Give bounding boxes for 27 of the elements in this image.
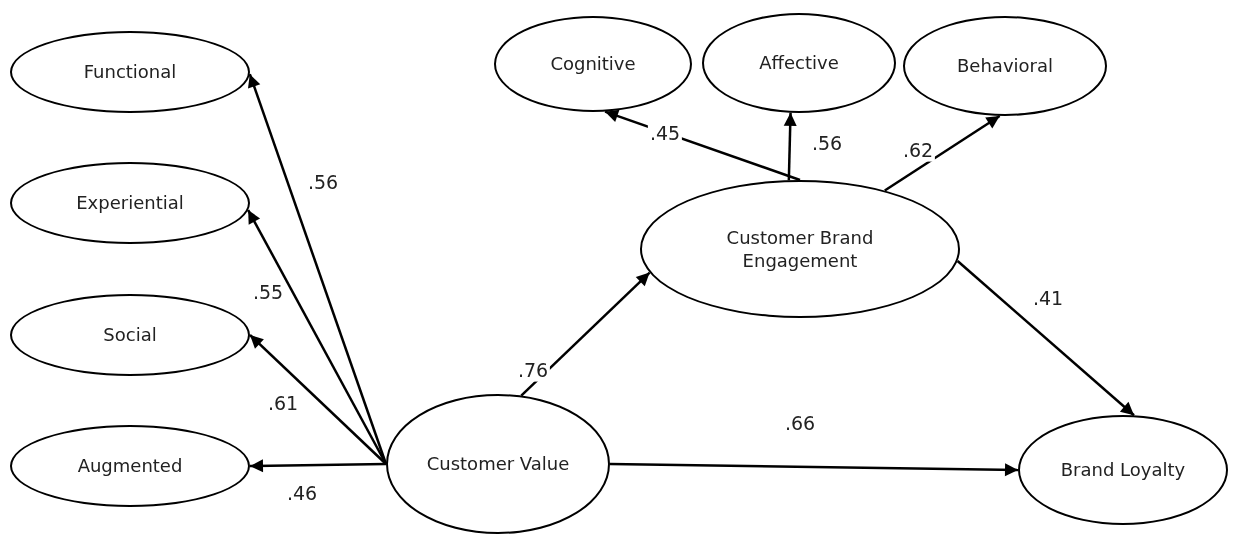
node-label: Experiential xyxy=(76,191,184,215)
construct-ellipse xyxy=(10,162,250,244)
arrow xyxy=(884,114,1001,192)
construct-ellipse xyxy=(1018,415,1228,525)
construct-ellipse xyxy=(494,16,692,112)
construct-ellipse xyxy=(10,294,250,376)
construct-ellipse xyxy=(10,31,250,113)
arrow xyxy=(250,459,386,473)
node-label: Augmented xyxy=(77,454,183,478)
node-label: Customer Brand Engagement xyxy=(725,225,875,273)
arrow xyxy=(783,112,797,181)
construct-ellipse xyxy=(386,394,610,534)
node-label: Affective xyxy=(759,51,839,75)
node-label: Social xyxy=(103,323,157,347)
node-label: Cognitive xyxy=(550,52,636,76)
node-label: Brand Loyalty xyxy=(1060,458,1186,482)
node-label: Customer Value xyxy=(426,452,570,476)
construct-ellipse xyxy=(903,16,1107,116)
construct-ellipse xyxy=(640,180,960,318)
construct-ellipse xyxy=(702,13,896,113)
node-label: Functional xyxy=(83,60,177,84)
construct-ellipse xyxy=(10,425,250,507)
arrow xyxy=(520,271,651,397)
arrow xyxy=(249,334,387,465)
arrow xyxy=(956,260,1135,417)
node-label: Behavioral xyxy=(957,54,1053,78)
arrow xyxy=(610,462,1018,477)
